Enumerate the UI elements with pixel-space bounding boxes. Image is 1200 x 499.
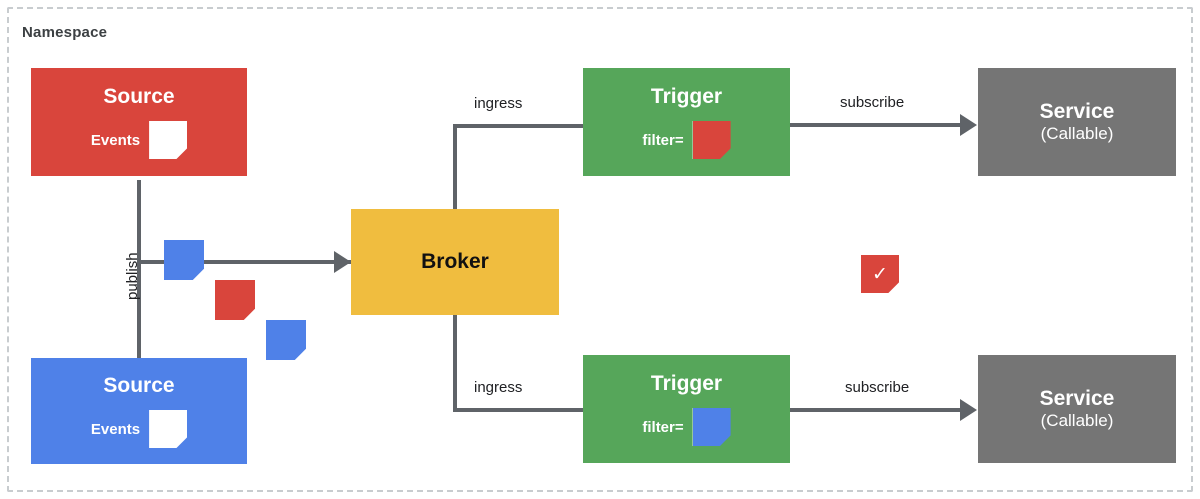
broker-title: Broker (421, 250, 489, 274)
publish-vertical-line (137, 180, 141, 360)
ingress-top-horizontal-line (453, 124, 583, 128)
subscribe-top-edge-label: subscribe (840, 94, 905, 111)
event-doc-2 (215, 280, 255, 320)
trigger-bottom-filter-label: filter= (642, 418, 684, 436)
service-node-top[interactable]: Service (Callable) (978, 68, 1176, 176)
trigger-bottom-title: Trigger (650, 371, 723, 395)
ingress-bottom-horizontal-line (453, 408, 583, 412)
namespace-boundary (7, 7, 1193, 492)
source-node-top[interactable]: Source Events (31, 68, 247, 176)
check-icon: ✓ (872, 263, 888, 285)
events-doc-icon-top (149, 121, 188, 160)
broker-node[interactable]: Broker (351, 209, 559, 315)
filter-doc-icon-top (692, 121, 731, 160)
subscribe-bottom-line (790, 408, 962, 412)
service-bottom-title: Service (1039, 386, 1115, 410)
subscribe-top-line (790, 123, 962, 127)
trigger-bottom-filter-row: filter= (642, 408, 731, 447)
event-doc-3 (266, 320, 306, 360)
publish-horizontal-line (137, 260, 359, 264)
trigger-node-bottom[interactable]: Trigger filter= (583, 355, 790, 463)
events-doc-icon-bottom (149, 410, 188, 449)
ingress-bottom-vertical-line (453, 314, 457, 412)
source-top-events-row: Events (90, 121, 188, 160)
subscribe-bottom-edge-label: subscribe (845, 379, 910, 396)
service-bottom-subtitle: (Callable) (1040, 410, 1114, 430)
publish-edge-label: publish (124, 252, 141, 300)
event-doc-1 (164, 240, 204, 280)
source-node-bottom[interactable]: Source Events (31, 358, 247, 464)
ingress-top-vertical-line (453, 124, 457, 209)
source-top-events-label: Events (90, 131, 141, 149)
ingress-bottom-edge-label: ingress (474, 379, 523, 396)
service-top-title: Service (1039, 99, 1115, 123)
subscribe-bottom-arrowhead (960, 399, 977, 421)
ingress-top-edge-label: ingress (474, 95, 523, 112)
source-top-title: Source (103, 84, 175, 108)
trigger-top-title: Trigger (650, 84, 723, 108)
service-node-bottom[interactable]: Service (Callable) (978, 355, 1176, 463)
trigger-top-filter-row: filter= (642, 121, 731, 160)
trigger-top-filter-label: filter= (642, 131, 684, 149)
publish-arrowhead (334, 251, 351, 273)
filter-doc-icon-bottom (692, 408, 731, 447)
subscribe-top-arrowhead (960, 114, 977, 136)
service-top-subtitle: (Callable) (1040, 123, 1114, 143)
trigger-node-top[interactable]: Trigger filter= (583, 68, 790, 176)
source-bottom-events-row: Events (90, 410, 188, 449)
source-bottom-events-label: Events (90, 420, 141, 438)
namespace-label: Namespace (22, 24, 108, 41)
source-bottom-title: Source (103, 373, 175, 397)
subscription-check-red: ✓ (861, 255, 899, 293)
